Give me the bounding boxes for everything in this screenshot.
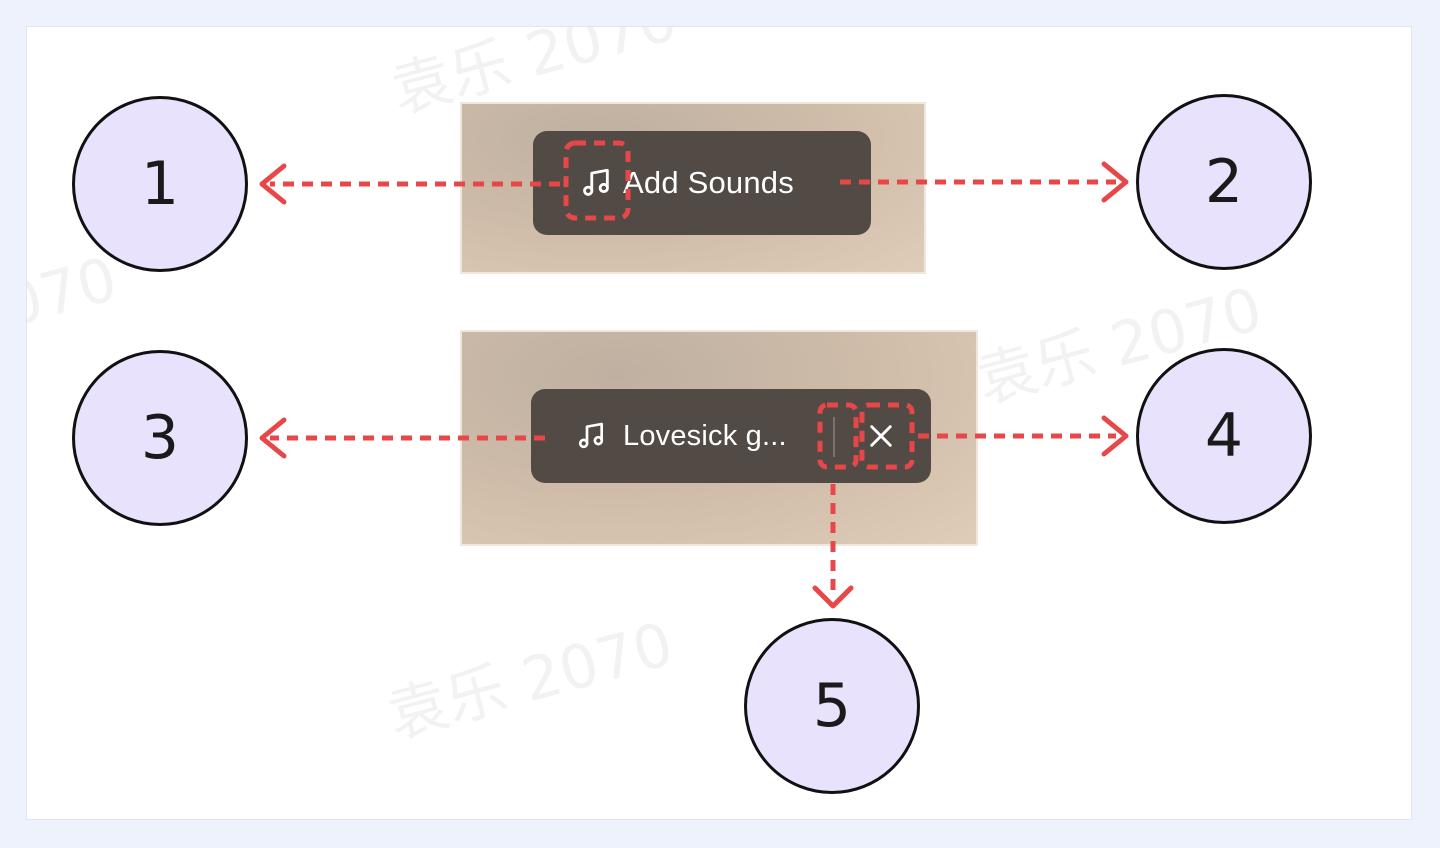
arrowhead-left-3 (259, 417, 287, 459)
callout-4: 4 (1136, 348, 1312, 524)
callout-3: 3 (72, 350, 248, 526)
arrowhead-down-5 (812, 585, 854, 609)
close-icon[interactable] (867, 422, 895, 450)
callout-5: 5 (744, 618, 920, 794)
add-sounds-label: Add Sounds (623, 165, 794, 200)
music-note-icon (578, 422, 604, 449)
close-highlight-box (859, 402, 915, 470)
callout-2: 2 (1136, 94, 1312, 270)
sound-title-label: Lovesick g... (623, 419, 787, 452)
separator-highlight-box (817, 402, 859, 470)
arrowhead-left-1 (259, 163, 287, 205)
callout-1: 1 (72, 96, 248, 272)
pill-separator (833, 417, 835, 457)
arrowhead-right-4 (1101, 415, 1129, 457)
add-sounds-button[interactable]: Add Sounds (533, 131, 871, 235)
music-note-icon (583, 168, 609, 196)
icon-highlight-box (563, 140, 631, 221)
arrowhead-right-2 (1101, 161, 1129, 203)
